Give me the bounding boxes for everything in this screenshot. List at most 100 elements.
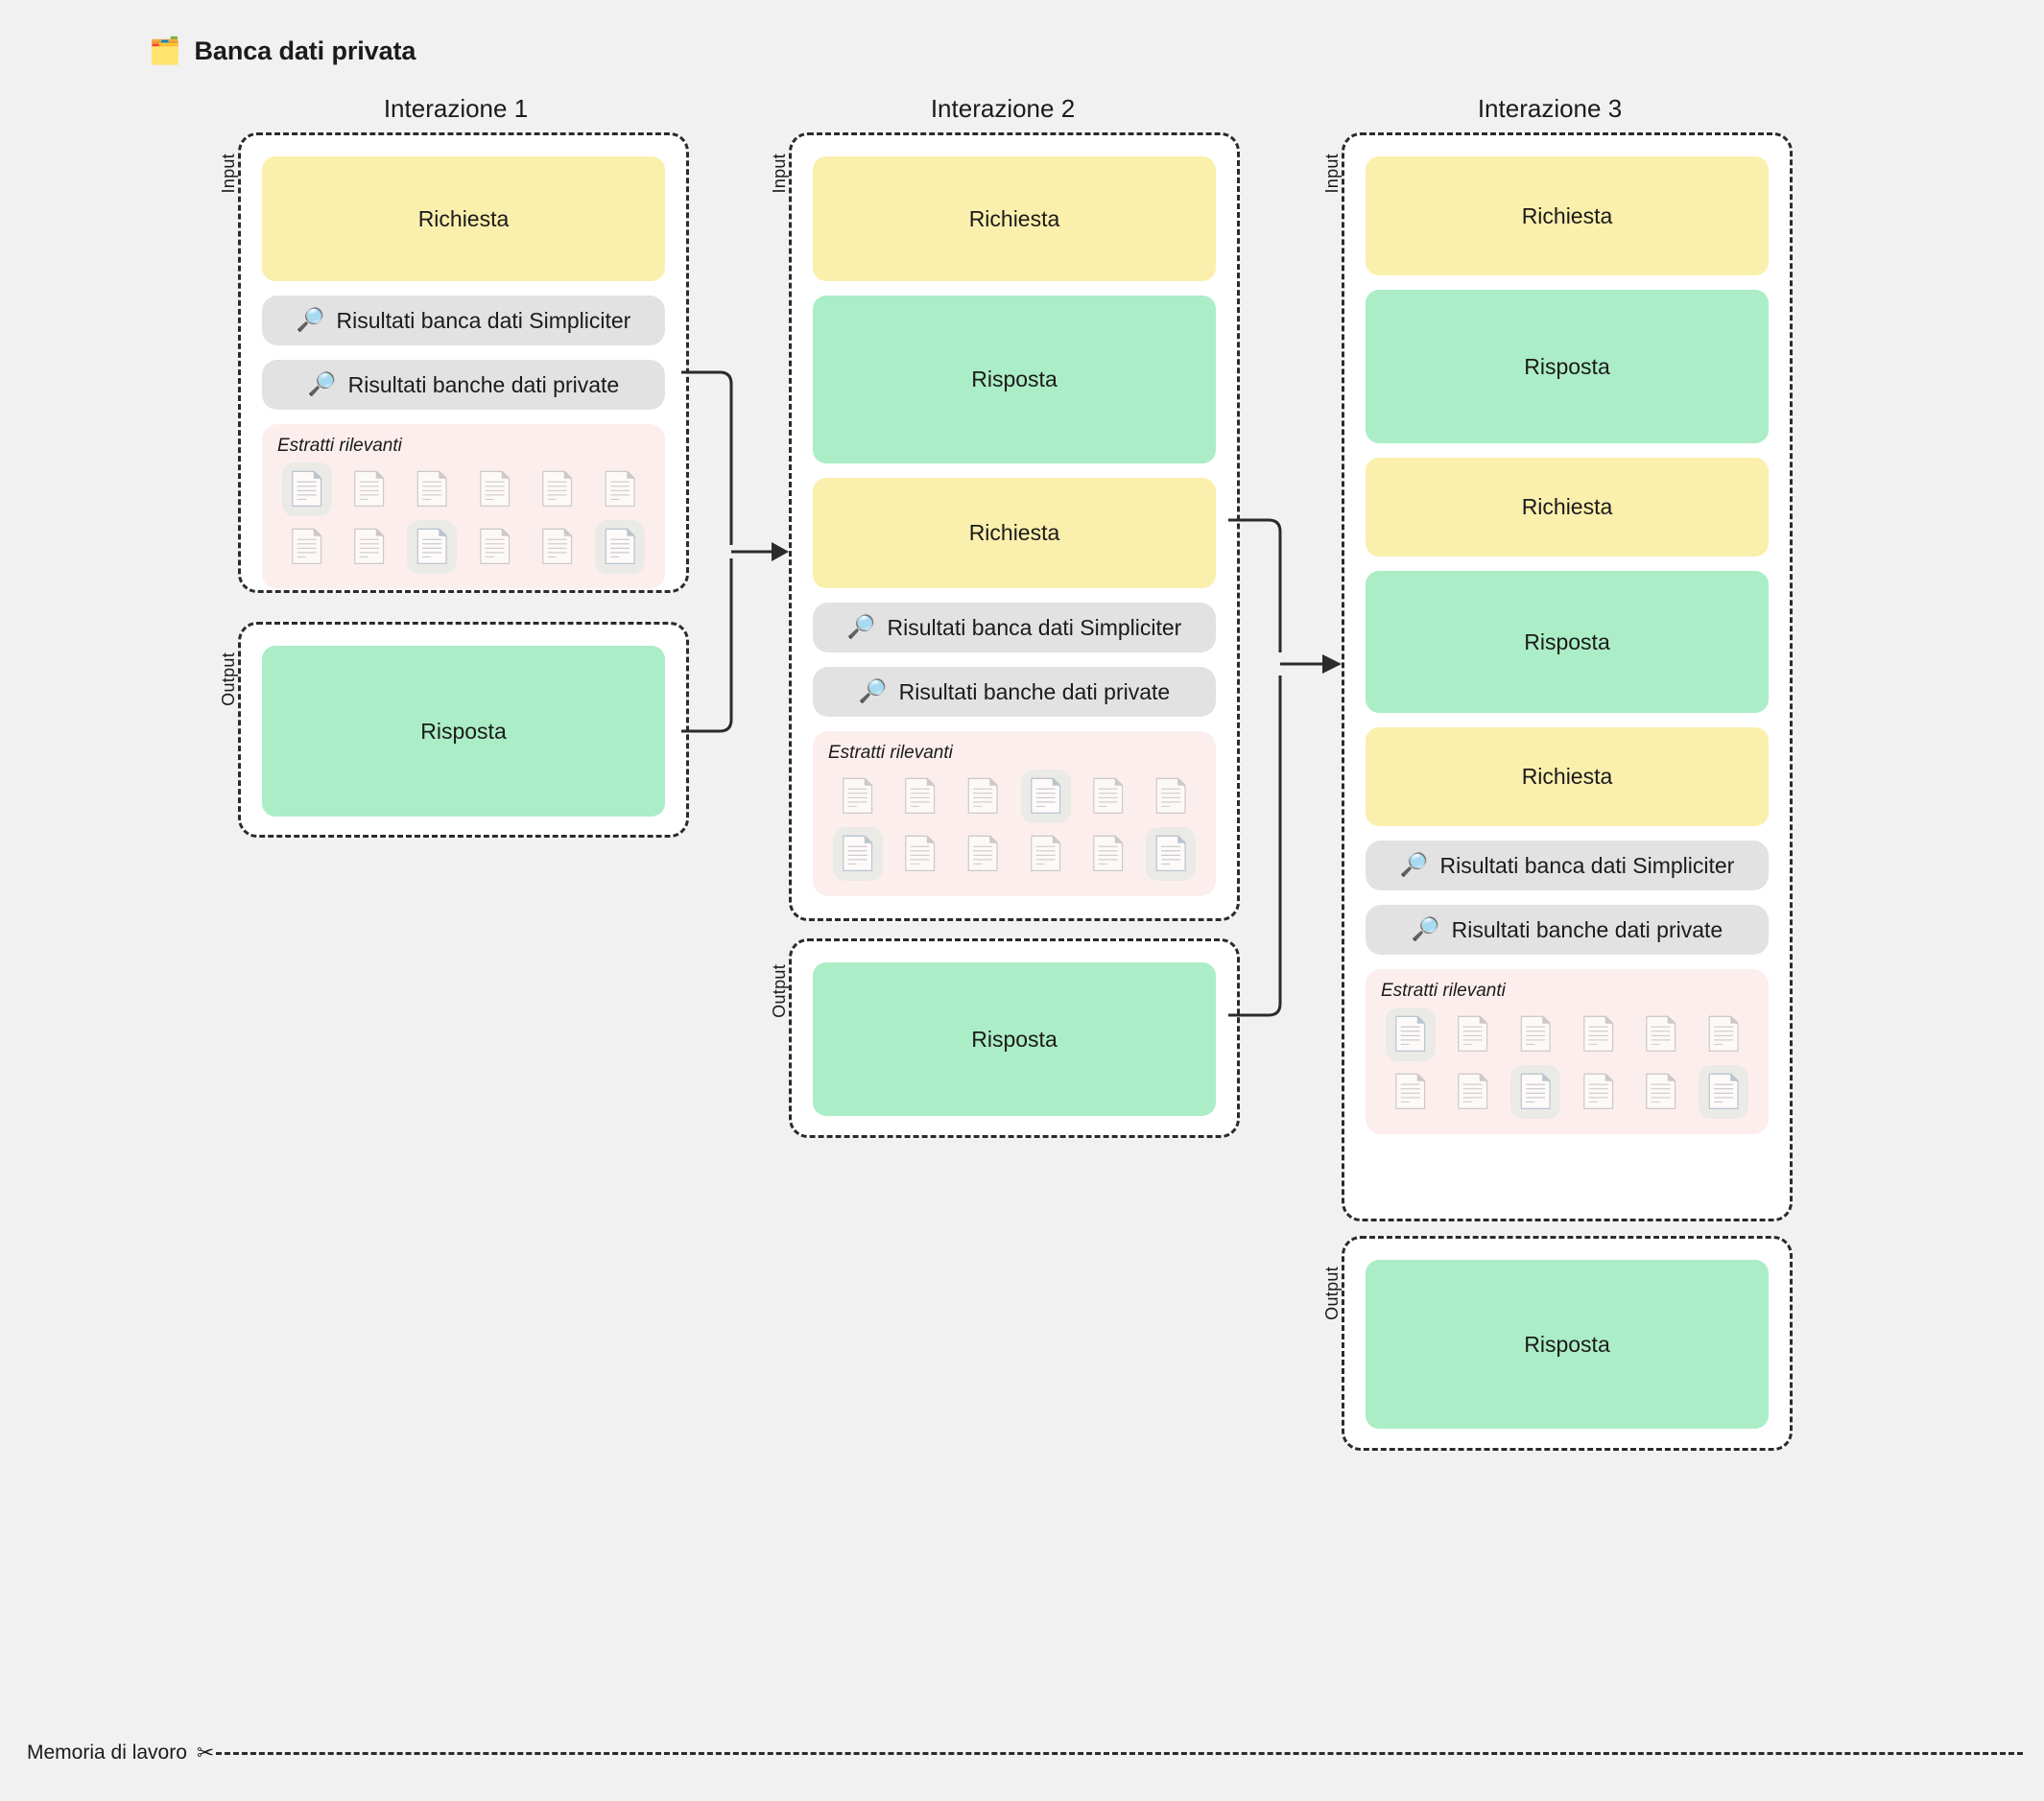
search-result-pill-private[interactable]: 🔎 Risultati banche dati private [262, 360, 665, 410]
input-group-2: Richiesta Risposta Richiesta 🔎 Risultati… [789, 132, 1240, 921]
response-block: Risposta [1366, 1260, 1769, 1429]
document-icon: 📄 [837, 778, 878, 815]
document-icon-highlighted: 📄 [281, 462, 332, 516]
extracts-panel: Estratti rilevanti 📄📄📄📄📄📄📄📄📄📄📄📄 [1366, 969, 1769, 1134]
search-result-pill-private[interactable]: 🔎 Risultati banche dati private [813, 667, 1216, 717]
document-icon-highlighted: 📄 [1699, 1065, 1749, 1119]
column-title-2: Interazione 2 [930, 94, 1076, 123]
input-group-1: Richiesta 🔎 Risultati banca dati Simplic… [238, 132, 689, 593]
document-icon: 📄 [963, 778, 1004, 815]
document-icon: 📄 [1703, 1016, 1745, 1053]
connector-arrow-1-to-2 [681, 370, 789, 733]
page-title-text: Banca dati privata [194, 36, 416, 65]
card-index-dividers-icon: 🗂️ [149, 36, 181, 65]
output-group-3: Risposta [1342, 1236, 1793, 1451]
document-icon: 📄 [536, 529, 579, 565]
request-block: Richiesta [1366, 458, 1769, 557]
output-label-2: Output [770, 964, 789, 1018]
document-icon: 📄 [899, 778, 941, 815]
column-title-1: Interazione 1 [383, 94, 529, 123]
document-icon-highlighted: 📄 [595, 520, 646, 574]
magnifier-icon: 🔎 [296, 307, 325, 333]
response-block: Risposta [1366, 290, 1769, 443]
block-label: Richiesta [417, 205, 510, 231]
pill-label: Risultati banche dati private [347, 371, 620, 397]
document-icon: 📄 [474, 471, 515, 508]
block-label: Risposta [1524, 628, 1610, 654]
block-label: Richiesta [1521, 202, 1613, 228]
block-label: Risposta [420, 718, 507, 744]
page-title: 🗂️ Banca dati privata [149, 36, 416, 66]
pill-label: Risultati banca dati Simpliciter [1439, 852, 1735, 878]
block-label: Richiesta [968, 520, 1060, 545]
extracts-title: Estratti rilevanti [277, 436, 402, 456]
pill-label: Risultati banca dati Simpliciter [887, 614, 1182, 640]
document-icon: 📄 [1640, 1016, 1682, 1053]
response-block: Risposta [813, 962, 1216, 1116]
document-icon: 📄 [1578, 1016, 1619, 1053]
document-icon: 📄 [1390, 1074, 1431, 1110]
document-grid: 📄📄📄📄📄📄📄📄📄📄📄📄 [277, 462, 650, 574]
document-grid: 📄📄📄📄📄📄📄📄📄📄📄📄 [1381, 1007, 1753, 1119]
document-icon: 📄 [348, 471, 391, 508]
connector-arrow-2-to-3 [1228, 518, 1342, 1017]
block-label: Risposta [1524, 353, 1610, 379]
pill-label: Risultati banca dati Simpliciter [336, 307, 631, 333]
extracts-panel: Estratti rilevanti 📄📄📄📄📄📄📄📄📄📄📄📄 [813, 731, 1216, 896]
output-label-3: Output [1322, 1267, 1342, 1320]
document-icon: 📄 [286, 529, 327, 565]
document-icon: 📄 [1151, 778, 1192, 815]
output-group-2: Risposta [789, 938, 1240, 1138]
search-result-pill-private[interactable]: 🔎 Risultati banche dati private [1366, 905, 1769, 955]
pill-label: Risultati banche dati private [898, 678, 1171, 704]
output-label-1: Output [219, 652, 238, 706]
document-icon: 📄 [412, 471, 453, 508]
input-label-2: Input [770, 154, 789, 194]
document-icon: 📄 [1087, 778, 1129, 815]
pill-label: Risultati banche dati private [1451, 916, 1723, 942]
search-result-pill-simpliciter[interactable]: 🔎 Risultati banca dati Simpliciter [262, 296, 665, 345]
document-grid: 📄📄📄📄📄📄📄📄📄📄📄📄 [828, 770, 1200, 881]
document-icon: 📄 [536, 471, 579, 508]
document-icon: 📄 [1452, 1016, 1494, 1053]
magnifier-icon: 🔎 [1411, 916, 1440, 942]
magnifier-icon: 🔎 [1399, 852, 1429, 878]
input-label-1: Input [219, 154, 238, 194]
search-result-pill-simpliciter[interactable]: 🔎 Risultati banca dati Simpliciter [1366, 841, 1769, 890]
request-block: Richiesta [1366, 727, 1769, 826]
working-memory-divider: Memoria di lavoro ✂ [27, 1742, 2023, 1765]
document-icon-highlighted: 📄 [407, 520, 458, 574]
document-icon-highlighted: 📄 [1146, 827, 1197, 881]
magnifier-icon: 🔎 [307, 371, 337, 397]
document-icon: 📄 [963, 836, 1004, 872]
document-icon: 📄 [600, 471, 641, 508]
document-icon: 📄 [474, 529, 515, 565]
block-label: Richiesta [1521, 494, 1613, 519]
request-block: Richiesta [813, 156, 1216, 281]
block-label: Richiesta [1521, 764, 1613, 789]
document-icon-highlighted: 📄 [1020, 770, 1071, 823]
document-icon: 📄 [1578, 1074, 1619, 1110]
block-label: Risposta [971, 367, 1058, 391]
column-title-3: Interazione 3 [1477, 94, 1623, 123]
dashed-cut-line [216, 1751, 2023, 1755]
input-group-3: Richiesta Risposta Richiesta Risposta Ri… [1342, 132, 1793, 1221]
document-icon: 📄 [899, 836, 941, 872]
response-block: Risposta [1366, 571, 1769, 713]
extracts-panel: Estratti rilevanti 📄📄📄📄📄📄📄📄📄📄📄📄 [262, 424, 665, 589]
search-result-pill-simpliciter[interactable]: 🔎 Risultati banca dati Simpliciter [813, 603, 1216, 652]
document-icon-highlighted: 📄 [1385, 1007, 1436, 1061]
input-label-3: Input [1322, 154, 1342, 194]
request-block: Richiesta [262, 156, 665, 281]
document-icon: 📄 [1087, 836, 1129, 872]
scissors-icon: ✂ [196, 1741, 215, 1765]
document-icon: 📄 [1452, 1074, 1494, 1110]
extracts-title: Estratti rilevanti [828, 743, 953, 763]
magnifier-icon: 🔎 [858, 678, 888, 704]
document-icon: 📄 [1515, 1016, 1557, 1053]
extracts-title: Estratti rilevanti [1381, 981, 1506, 1001]
magnifier-icon: 🔎 [846, 614, 876, 640]
document-icon: 📄 [1640, 1074, 1682, 1110]
document-icon: 📄 [1025, 836, 1066, 872]
